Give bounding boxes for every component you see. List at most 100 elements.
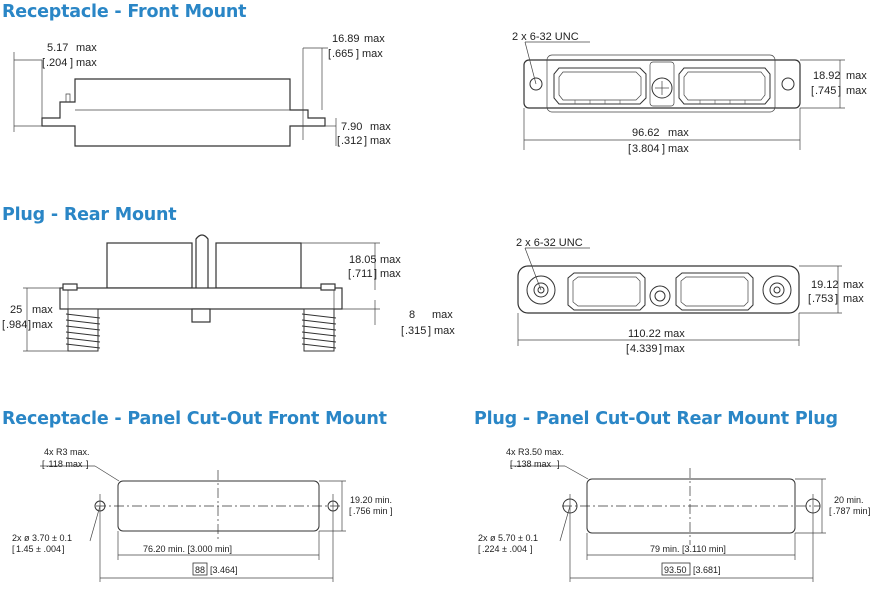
title-receptacle-panel-cutout: Receptacle - Panel Cut-Out Front Mount — [2, 409, 387, 429]
receptacle-side-view — [13, 47, 337, 147]
dim-19-12-unit: max — [843, 279, 864, 291]
dim-16-89-unit: max — [364, 33, 385, 45]
bracket: ] — [659, 343, 662, 355]
dim-665-unit: max — [362, 48, 383, 60]
bracket: [ — [2, 319, 5, 331]
bracket: ] — [364, 135, 367, 147]
receptacle-top-view — [523, 41, 845, 150]
bracket: ] — [662, 143, 665, 155]
dim-5-17-value: 5.17 — [47, 42, 68, 54]
bracket: [ — [42, 459, 45, 469]
dim-745-unit: max — [846, 85, 867, 97]
bracket: ] — [390, 506, 393, 516]
cutout-p-hole-in: .224 ± .004 — [482, 544, 527, 554]
bracket: ] — [530, 544, 533, 554]
title-plug-rear-mount: Plug - Rear Mount — [2, 205, 177, 225]
dim-25-value: 25 — [10, 304, 22, 316]
bracket: ] — [356, 48, 359, 60]
bracket: ] — [557, 459, 560, 469]
bracket: ] — [374, 268, 377, 280]
bracket: [ — [401, 325, 404, 337]
dim-753-value: .753 — [812, 293, 833, 305]
dim-18-92-value: 18.92 — [813, 70, 841, 82]
dim-312-unit: max — [370, 135, 391, 147]
dim-8-value: 8 — [409, 309, 415, 321]
dim-18-05-unit: max — [380, 254, 401, 266]
plug-side-view — [23, 234, 380, 352]
bracket: ] — [838, 85, 841, 97]
dim-984-value: .984 — [6, 319, 27, 331]
bracket: ] — [28, 319, 31, 331]
bracket: ] — [868, 506, 871, 516]
cutout-p-hole-label: 2x ø 5.70 ± 0.1 — [478, 533, 538, 543]
dim-204-unit: max — [76, 57, 97, 69]
bracket: ] — [86, 459, 89, 469]
plug-top-view — [517, 247, 842, 346]
dim-8-unit: max — [432, 309, 453, 321]
cutout-p-pitch: 93.50 — [664, 565, 687, 575]
dim-110-22-value: 110.22 — [628, 328, 661, 340]
dim-315-value: .315 — [405, 325, 426, 337]
cutout-r-radius-label: 4x R3 max. — [44, 447, 90, 457]
bracket: [ — [811, 85, 814, 97]
dim-315-unit: max — [434, 325, 455, 337]
cutout-r-height-in: .756 min — [353, 506, 388, 516]
receptacle-screw-label: 2 x 6-32 UNC — [512, 31, 579, 43]
bracket: [ — [628, 143, 631, 155]
bracket: ] — [428, 325, 431, 337]
dim-4-339-value: 4.339 — [630, 343, 658, 355]
cutout-r-height: 19.20 min. — [350, 495, 392, 505]
dim-19-12-value: 19.12 — [811, 279, 839, 291]
dim-753-unit: max — [843, 293, 864, 305]
dim-745-value: .745 — [815, 85, 836, 97]
cutout-r-radius-in: .118 max — [46, 459, 83, 469]
bracket: [ — [348, 268, 351, 280]
dim-96-62-unit: max — [668, 127, 689, 139]
bracket: [ — [808, 293, 811, 305]
cutout-r-hole-in: 1.45 ± .004 — [16, 544, 61, 554]
dim-3-804-unit: max — [668, 143, 689, 155]
bracket: [ — [337, 135, 340, 147]
cutout-p-radius-label: 4x R3.50 max. — [506, 447, 564, 457]
cutout-r-width: 76.20 min. [3.000 min] — [143, 544, 232, 554]
dim-110-22-unit: max — [664, 328, 685, 340]
dim-7-90-value: 7.90 — [341, 121, 362, 133]
cutout-p-pitch-in: [3.681] — [693, 565, 721, 575]
bracket: [ — [478, 544, 481, 554]
bracket: [ — [829, 506, 832, 516]
dim-96-62-value: 96.62 — [632, 127, 660, 139]
cutout-r-pitch: 88 — [195, 565, 205, 575]
dim-18-92-unit: max — [846, 70, 867, 82]
dim-711-unit: max — [380, 268, 401, 280]
dim-4-339-unit: max — [664, 343, 685, 355]
bracket: [ — [328, 48, 331, 60]
dim-312-value: .312 — [341, 135, 362, 147]
bracket: ] — [70, 57, 73, 69]
cutout-r-hole-label: 2x ø 3.70 ± 0.1 — [12, 533, 72, 543]
plug-screw-label: 2 x 6-32 UNC — [516, 237, 583, 249]
bracket: [ — [510, 459, 513, 469]
bracket: [ — [42, 57, 45, 69]
dim-16-89-value: 16.89 — [332, 33, 360, 45]
bracket: [ — [349, 506, 352, 516]
dim-711-value: .711 — [352, 268, 373, 280]
cutout-p-height: 20 min. — [834, 495, 864, 505]
bracket: [ — [12, 544, 15, 554]
dim-18-05-value: 18.05 — [349, 254, 377, 266]
cutout-p-height-in: .787 min — [833, 506, 868, 516]
title-receptacle-front-mount: Receptacle - Front Mount — [2, 2, 247, 22]
cutout-p-radius-in: .138 max — [514, 459, 552, 469]
dim-204-value: .204 — [46, 57, 67, 69]
dim-665-value: .665 — [332, 48, 353, 60]
receptacle-cutout-drawing — [40, 465, 346, 582]
dim-5-17-unit: max — [76, 42, 97, 54]
cutout-p-width: 79 min. [3.110 min] — [650, 544, 726, 554]
title-plug-panel-cutout: Plug - Panel Cut-Out Rear Mount Plug — [474, 409, 838, 429]
dim-7-90-unit: max — [370, 121, 391, 133]
plug-cutout-drawing — [510, 465, 826, 582]
dim-984-unit: max — [32, 319, 53, 331]
dim-3-804-value: 3.804 — [632, 143, 660, 155]
bracket: ] — [62, 544, 65, 554]
cutout-r-pitch-in: [3.464] — [210, 565, 238, 575]
